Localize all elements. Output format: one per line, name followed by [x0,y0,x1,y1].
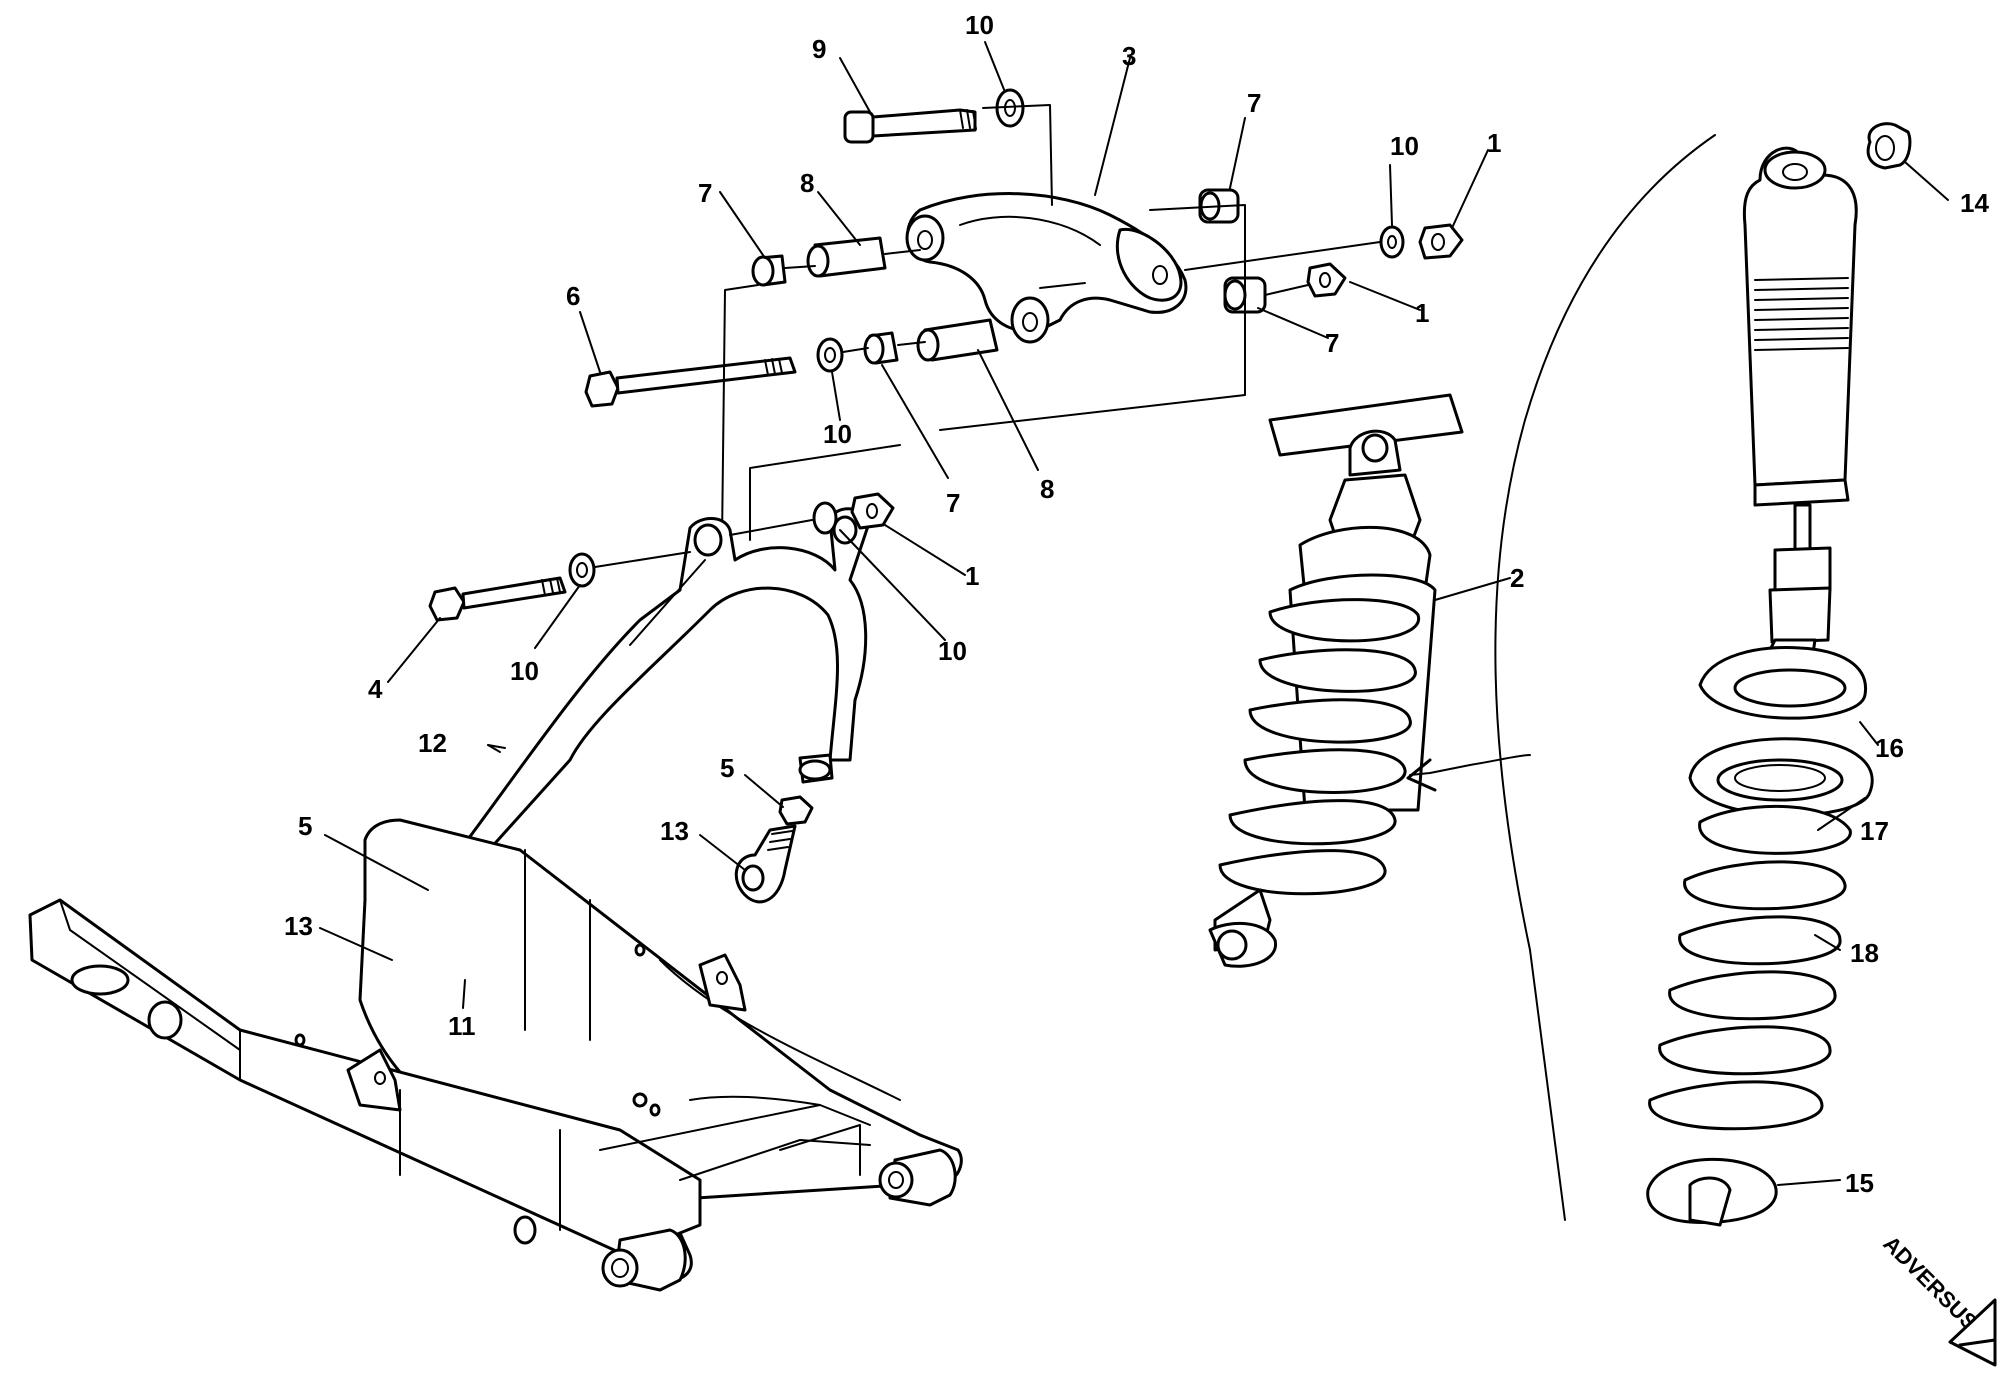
retainer-15 [1646,1157,1778,1227]
bolt-9 [843,108,977,144]
callout-12: 12 [418,728,447,758]
callout-8-top: 8 [800,168,814,198]
callout-14: 14 [1960,188,1989,218]
washer-10-linkage-left [568,552,596,588]
callout-6: 6 [566,281,580,311]
callout-4: 4 [368,674,383,704]
callout-10-right: 10 [1390,131,1419,161]
callout-13-right: 13 [660,816,689,846]
brand-text: ADVERSUS [1878,1231,1982,1335]
callout-11: 11 [448,1011,476,1041]
callout-7-top-right: 7 [1247,88,1261,118]
callout-8-row2: 8 [1040,474,1054,504]
leader-lines [319,41,1949,1186]
ring-nut-17 [1688,737,1874,817]
nut-1-mid-right [1306,262,1347,298]
bolt-4 [428,576,567,622]
bushing-7-top-left [751,254,787,287]
spring-18 [1648,804,1852,1131]
bushing-14 [1866,122,1912,170]
callout-3: 3 [1122,41,1136,71]
ring-nut-16 [1698,646,1868,720]
rod-end-13-right [734,824,797,904]
bolt-6 [584,356,797,408]
nut-5-right [778,795,814,826]
callout-17: 17 [1860,816,1889,846]
sleeve-8-top [806,236,887,278]
nut-1-top-right [1418,223,1464,260]
sleeve-8-row2 [916,318,999,362]
callout-9: 9 [812,34,826,64]
callout-15: 15 [1845,1168,1874,1198]
brand-logo: ADVERSUS [1878,1231,1997,1367]
callout-13-left: 13 [284,911,313,941]
callout-2: 2 [1510,563,1524,593]
callout-7-top-left: 7 [698,178,712,208]
bushing-7-mid-right [1223,276,1267,314]
callout-10-linkage-left: 10 [510,656,539,686]
washer-10-right [1379,225,1405,259]
callout-10-linkage: 10 [938,636,967,666]
shock-body-exploded [1742,146,1858,702]
callout-16: 16 [1875,733,1904,763]
callout-1-linkage: 1 [965,561,979,591]
callout-18: 18 [1850,938,1879,968]
callout-10-top: 10 [965,10,994,40]
bushing-7-row2 [863,331,899,365]
callout-5-right: 5 [720,753,734,783]
callout-5-left: 5 [298,811,312,841]
rocker-arm [905,192,1188,344]
swingarm [28,818,963,1292]
callout-1-mid: 1 [1415,298,1429,328]
callout-10-row2: 10 [823,419,852,449]
washer-10-linkage [812,501,838,535]
callout-1-top: 1 [1487,128,1501,158]
callout-7-row2: 7 [946,488,960,518]
nut-1-linkage [850,492,895,530]
shock-absorber-assembled [1208,393,1464,968]
linkage-12 [435,507,872,882]
callout-labels: 9 10 3 7 10 1 14 7 8 6 1 7 10 7 8 2 1 10… [284,10,1989,1198]
callout-7-mid-right: 7 [1325,328,1339,358]
washer-10-row2 [816,337,844,373]
